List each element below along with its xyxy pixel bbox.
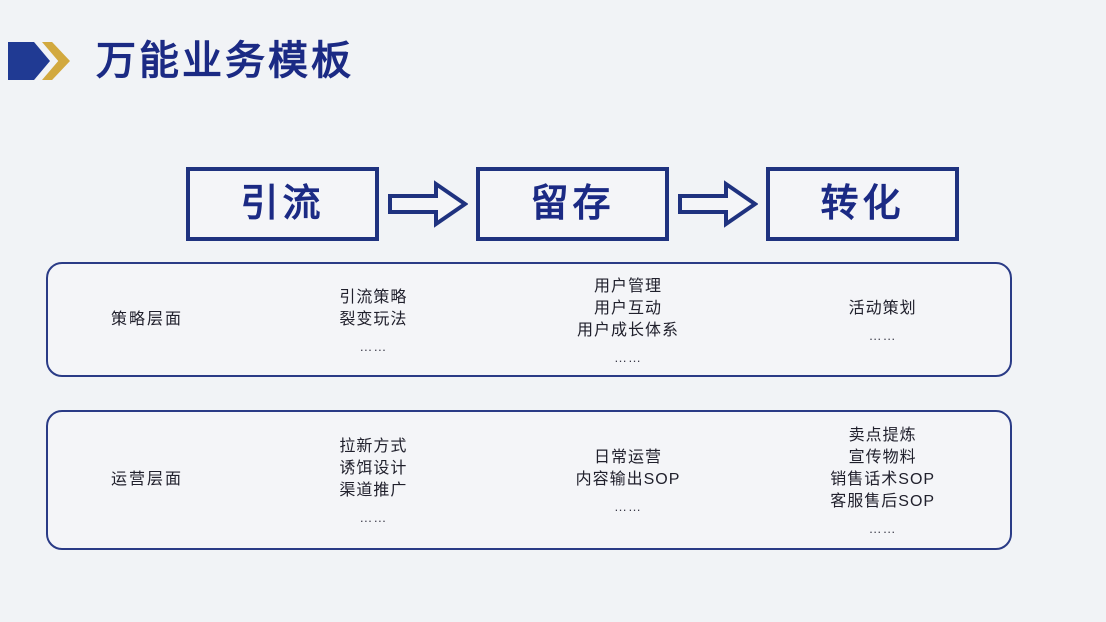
stage-label-3: 转化: [820, 183, 905, 225]
panel-strategy-col-2: 用户管理 用户互动 用户成长体系 ……: [501, 264, 756, 375]
stage-label-1: 引流: [240, 183, 325, 225]
ellipsis-text: ……: [614, 499, 642, 514]
panel-strategy-label: 策略层面: [110, 310, 183, 328]
list-item: 渠道推广: [339, 482, 408, 499]
ellipsis-text: ……: [868, 327, 897, 343]
arrow-gap-1: [379, 167, 476, 241]
ellipsis-text: ……: [868, 521, 897, 536]
panel-operation-layer: 运营层面 拉新方式 诱饵设计 渠道推广 …… 日常运营 内容输出SOP …… 卖…: [46, 410, 1012, 550]
stage-box-2[interactable]: 留存: [476, 167, 669, 241]
pentagon-arrow-icon: [8, 42, 50, 80]
ellipsis-text: ……: [614, 349, 642, 365]
stage-label-2: 留存: [530, 183, 615, 225]
panel-strategy-layer: 策略层面 引流策略 裂变玩法 …… 用户管理 用户互动 用户成长体系 …… 活动…: [46, 262, 1012, 377]
list-item: 卖点提炼: [848, 427, 917, 444]
panel-strategy-col-1: 引流策略 裂变玩法 ……: [246, 264, 501, 375]
list-item: 销售话术SOP: [830, 471, 936, 488]
slide-header: 万能业务模板: [0, 30, 354, 92]
list-item: 活动策划: [848, 299, 917, 317]
panel-strategy-col-3: 活动策划 ……: [755, 264, 1010, 375]
page-title: 万能业务模板: [96, 39, 354, 83]
list-item: 引流策略: [339, 288, 408, 306]
ellipsis-text: ……: [359, 338, 388, 354]
stage-box-3[interactable]: 转化: [766, 167, 959, 241]
panel-operation-label: 运营层面: [110, 471, 183, 488]
panel-operation-columns: 拉新方式 诱饵设计 渠道推广 …… 日常运营 内容输出SOP …… 卖点提炼 宣…: [246, 412, 1010, 548]
stage-flow-row: 引流 留存 转化: [186, 167, 962, 241]
list-item: 用户互动: [594, 299, 663, 317]
logo-mark: [8, 36, 78, 86]
list-item: 日常运营: [594, 449, 663, 466]
panel-operation-col-2: 日常运营 内容输出SOP ……: [501, 412, 756, 548]
list-item: 诱饵设计: [339, 460, 408, 477]
list-item: 用户成长体系: [577, 321, 680, 339]
list-item: 裂变玩法: [339, 310, 408, 328]
panel-operation-col-3: 卖点提炼 宣传物料 销售话术SOP 客服售后SOP ……: [755, 412, 1010, 548]
list-item: 拉新方式: [339, 438, 408, 455]
panel-strategy-columns: 引流策略 裂变玩法 …… 用户管理 用户互动 用户成长体系 …… 活动策划 ……: [246, 264, 1010, 375]
stage-box-1[interactable]: 引流: [186, 167, 379, 241]
ellipsis-text: ……: [359, 510, 388, 525]
list-item: 内容输出SOP: [575, 471, 681, 488]
list-item: 用户管理: [594, 277, 663, 295]
arrow-right-icon: [387, 180, 468, 228]
arrow-gap-2: [669, 167, 766, 241]
list-item: 客服售后SOP: [830, 493, 936, 510]
panel-operation-col-1: 拉新方式 诱饵设计 渠道推广 ……: [246, 412, 501, 548]
arrow-right-icon: [677, 180, 758, 228]
list-item: 宣传物料: [848, 449, 917, 466]
